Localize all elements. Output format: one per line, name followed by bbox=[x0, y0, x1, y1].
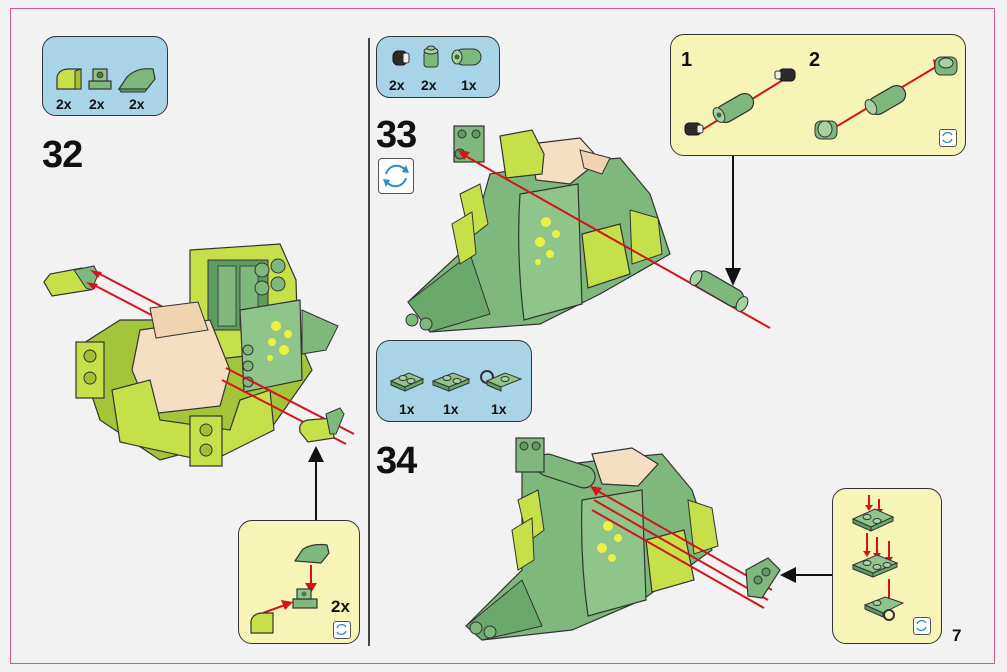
part-qty: 1x bbox=[399, 401, 415, 417]
rotate-icon bbox=[333, 621, 351, 639]
page-number: 7 bbox=[952, 626, 962, 645]
green-plate-1x2-icon bbox=[389, 372, 425, 392]
black-pin bbox=[774, 68, 796, 82]
sub-step-label-2: 2 bbox=[809, 49, 821, 71]
lime-curved-slope-icon bbox=[56, 68, 82, 90]
green-bracket-plate-icon bbox=[88, 68, 112, 90]
part-qty: 1x bbox=[443, 401, 459, 417]
green-round-brick bbox=[814, 120, 838, 140]
step-number-33: 33 bbox=[376, 114, 417, 156]
part-qty: 2x bbox=[89, 96, 105, 112]
up-arrow bbox=[308, 446, 324, 520]
step-32-sub-assembly-box: 2x bbox=[238, 520, 360, 644]
down-arrow bbox=[305, 565, 317, 593]
step-number-34: 34 bbox=[376, 440, 417, 482]
sub-step-1-illustration bbox=[684, 68, 796, 136]
page-border bbox=[10, 8, 995, 664]
sub-step-2-illustration bbox=[814, 56, 958, 140]
green-round-brick bbox=[934, 56, 958, 76]
part-qty: 1x bbox=[491, 401, 507, 417]
rotate-icon bbox=[913, 617, 931, 635]
red-arrow-right bbox=[262, 600, 293, 614]
column-divider bbox=[368, 38, 370, 646]
step-34-parts-box: 1x 1x 1x bbox=[376, 340, 532, 422]
rotate-icon bbox=[939, 129, 957, 147]
green-bracket-plate-icon bbox=[292, 588, 318, 609]
green-curved-slope-icon bbox=[293, 543, 330, 564]
step-number-32: 32 bbox=[42, 134, 83, 176]
lime-curved-slope-icon bbox=[250, 612, 274, 634]
green-curved-slope-icon bbox=[117, 68, 156, 93]
green-plate-assembly bbox=[745, 557, 781, 599]
sub-step-label-1: 1 bbox=[681, 49, 693, 71]
step-32-parts-box: 2x 2x 2x bbox=[42, 36, 168, 116]
green-axle-connector bbox=[689, 270, 749, 312]
sub-assembly-qty: 2x bbox=[331, 597, 350, 616]
step-34-model-illustration bbox=[465, 437, 781, 641]
green-axle-connector bbox=[864, 84, 907, 116]
lime-slope-piece-right bbox=[299, 407, 345, 443]
left-arrow bbox=[780, 567, 832, 583]
sub-assembly-plates-illustration bbox=[851, 495, 905, 621]
step-33-parts-box: 2x 2x 1x bbox=[376, 36, 500, 98]
lime-slope-piece bbox=[43, 265, 99, 297]
step-33-model-illustration bbox=[405, 125, 771, 333]
step-33-sub-assembly-box: 1 2 bbox=[670, 34, 966, 156]
black-pin bbox=[684, 122, 704, 136]
green-plate-stud-icon bbox=[431, 372, 471, 392]
part-qty: 2x bbox=[56, 96, 72, 112]
green-clip-plate-icon bbox=[480, 370, 523, 392]
rotate-model-icon bbox=[378, 158, 414, 194]
green-axle-connector-icon bbox=[451, 48, 482, 66]
part-qty: 2x bbox=[389, 77, 405, 93]
down-arrow bbox=[725, 156, 741, 286]
part-qty: 1x bbox=[461, 77, 477, 93]
part-qty: 2x bbox=[129, 96, 145, 112]
green-round-brick-icon bbox=[423, 45, 439, 68]
step-32-model-illustration bbox=[43, 243, 355, 467]
black-pin-icon bbox=[392, 50, 410, 66]
step-34-sub-assembly-box bbox=[832, 488, 942, 644]
part-qty: 2x bbox=[421, 77, 437, 93]
green-axle-connector bbox=[712, 92, 755, 124]
